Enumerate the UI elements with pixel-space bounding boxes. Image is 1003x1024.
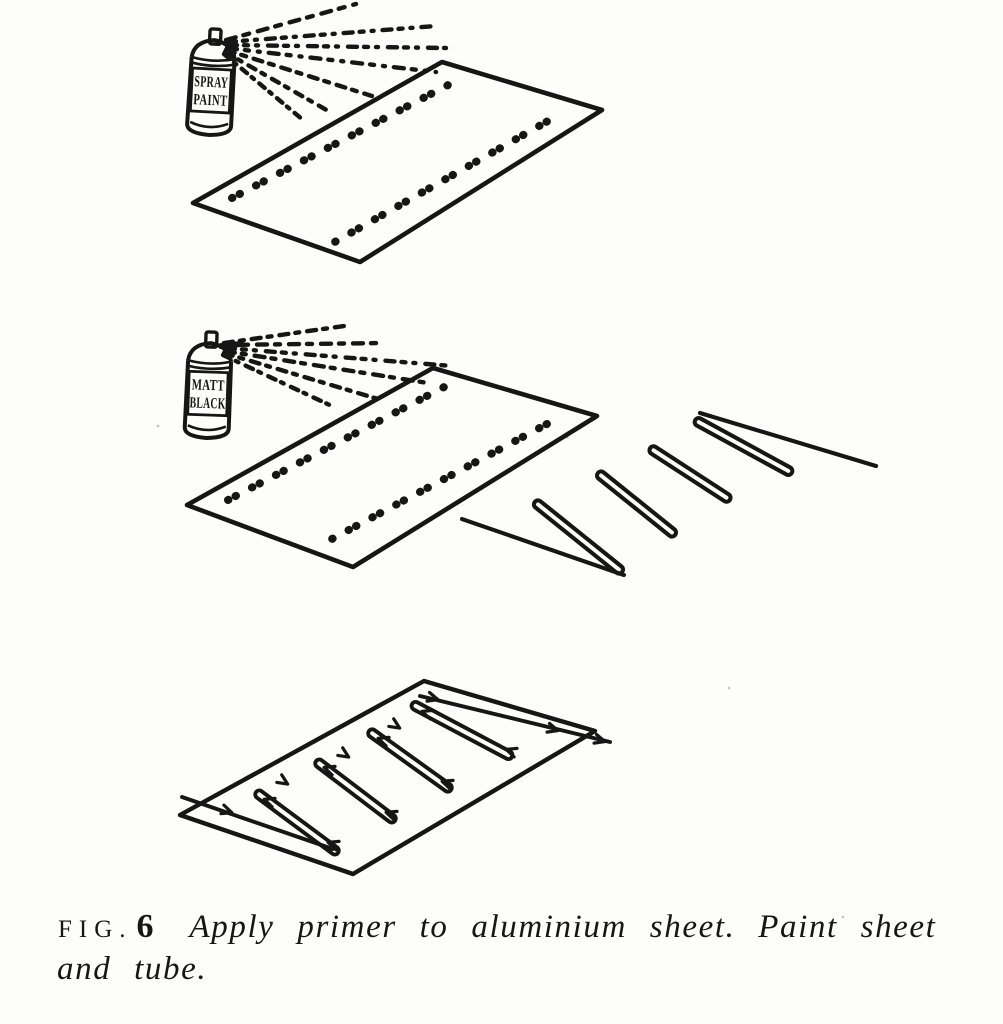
caption-text-line1: Apply primer to aluminium sheet. Paint s…	[189, 909, 937, 945]
hole-dots-row-upper	[224, 382, 450, 504]
figure-caption-continued: and tube.	[57, 951, 207, 988]
tube-loop	[647, 444, 733, 504]
flow-arrow-icon	[387, 717, 404, 734]
step-apply-primer: SPRAY PAINT	[187, 1, 605, 265]
aluminium-sheet	[190, 59, 605, 265]
scan-speckles	[156, 424, 845, 919]
figure-caption: FIG.6 Apply primer to aluminium sheet. Pa…	[58, 908, 936, 946]
can-label-line1: SPRAY	[194, 73, 229, 92]
spray-can-primer: SPRAY PAINT	[187, 28, 236, 136]
aluminium-sheet	[184, 365, 600, 570]
tube-loop	[594, 469, 679, 539]
spray-mist-icon	[218, 323, 455, 411]
hole-dots-row-lower	[326, 413, 564, 544]
spray-can-matt-black: MATT BLACK	[184, 331, 232, 438]
tube-loop	[692, 416, 795, 477]
can-label-line2: BLACK	[189, 394, 226, 412]
aluminium-sheet	[177, 678, 598, 877]
spray-mist-icon	[221, 1, 449, 123]
step-tube-on-sheet	[177, 678, 612, 877]
can-label-line1: MATT	[191, 376, 225, 394]
tube-inlet-line	[459, 516, 627, 578]
tube-outlet-line	[418, 694, 612, 744]
hole-dots-row-lower	[329, 109, 566, 247]
serpentine-tube	[459, 410, 879, 578]
tube-loop	[531, 498, 626, 576]
flow-arrow-icon	[336, 746, 353, 763]
step-paint-matt-black: MATT BLACK	[184, 323, 879, 578]
tube-inlet-line	[180, 795, 335, 851]
caption-text-line2: and tube.	[57, 951, 208, 987]
tube-outlet-line	[697, 410, 879, 469]
can-label-line2: PAINT	[193, 91, 228, 110]
figure-label: FIG.	[58, 916, 133, 943]
flow-arrow-icon	[275, 773, 292, 790]
hole-dots-row-upper	[228, 80, 454, 202]
tube-loop	[253, 788, 341, 857]
figure-number: 6	[136, 908, 154, 945]
